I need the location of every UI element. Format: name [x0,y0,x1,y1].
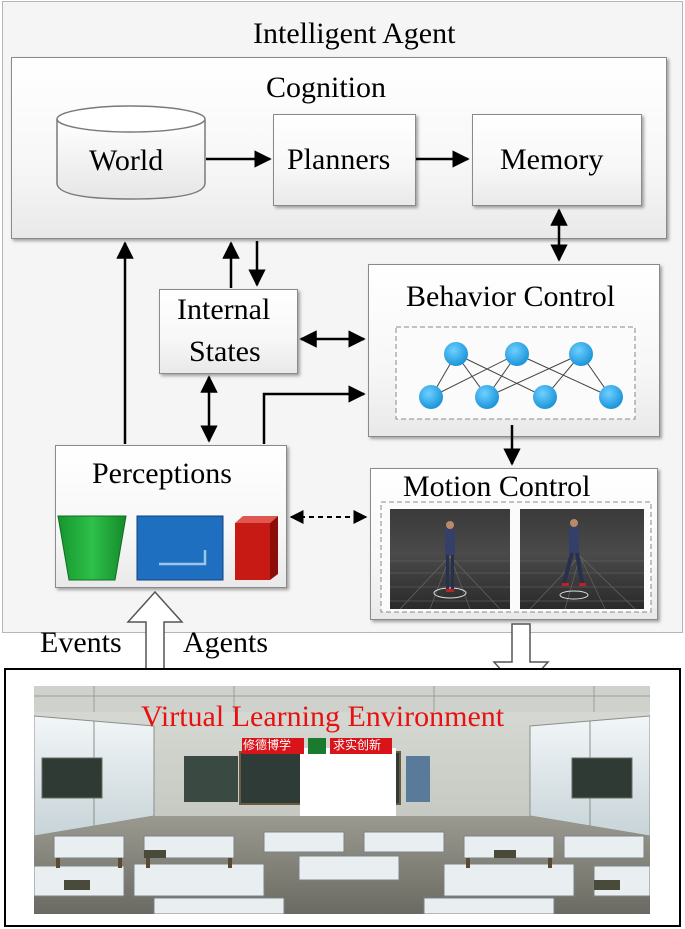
banner-left-text: 修德博学 [243,738,292,752]
planners-label: Planners [287,143,391,176]
neural-network-diagram [395,326,636,420]
world-database-icon [56,105,206,200]
banner-right-text: 求实创新 [333,738,382,752]
cognition-title: Cognition [266,71,387,104]
classroom-scene [34,686,650,914]
internal-states-line2: States [189,335,261,368]
green-trapezoid-shape [57,515,127,581]
motion-screen-left [390,509,510,610]
blue-square-shape [136,515,224,581]
network-node [419,385,443,409]
network-node [599,385,623,409]
internal-states-box [159,289,298,374]
motion-screens [380,501,652,613]
planners-box [273,114,416,206]
environment-title: Virtual Learning Environment [141,700,505,733]
arrow-perceptions-to-behavior [262,385,366,444]
agents-label: Agents [183,626,268,659]
perception-shapes [57,515,278,581]
intelligent-agent-title: Intelligent Agent [253,17,456,50]
events-label: Events [40,626,122,659]
network-node [475,385,499,409]
memory-box [472,114,642,206]
red-cube-shape [235,516,278,580]
memory-label: Memory [500,143,604,176]
banner-left-plaque [242,738,304,754]
motion-screen-right [520,509,644,610]
perceptions-title: Perceptions [92,457,232,490]
motion-control-title: Motion Control [403,470,591,503]
banner-right-plaque [330,738,392,754]
behavior-control-title: Behavior Control [406,280,616,313]
banner-emblem [308,738,326,754]
network-node [569,342,593,366]
network-node [444,342,468,366]
internal-states-line1: Internal [177,293,271,326]
network-node [505,342,529,366]
network-node [533,385,557,409]
world-label: World [89,144,164,177]
